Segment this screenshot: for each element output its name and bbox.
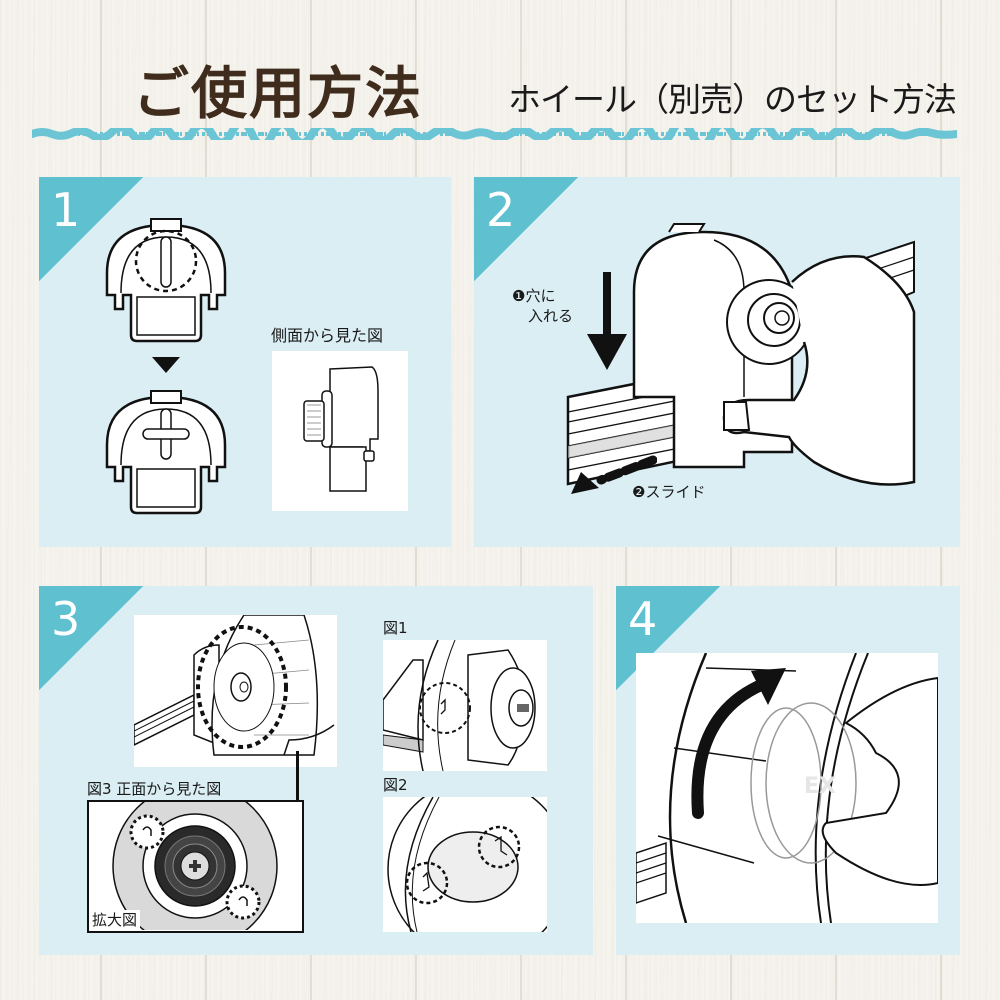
step-3-panel: 3 図3 正面から見た図 — [39, 586, 593, 955]
slide-label: ❷スライド — [632, 483, 706, 501]
fig1-label: 図1 — [383, 619, 408, 637]
fig1-illustration — [383, 640, 547, 771]
step-4-panel: 4 EX — [616, 586, 960, 955]
down-arrow-icon — [587, 272, 627, 370]
side-view-label: 側面から見た図 — [271, 326, 384, 345]
step-1-panel: 1 側面から見た図 — [39, 177, 451, 547]
page-subtitle: ホイール（別売）のセット方法 — [508, 80, 957, 119]
bracket-front-before-illustration — [105, 218, 227, 343]
step-corner-badge — [39, 586, 143, 690]
step-corner-badge — [474, 177, 578, 281]
callout-connector — [296, 751, 299, 801]
brush-divider — [32, 128, 957, 140]
step-2-panel: 2 ❶穴に 入れる ❷スライド — [474, 177, 960, 547]
brand-watermark: EX — [804, 774, 836, 799]
step-number: 1 — [51, 183, 81, 237]
page-title: ご使用方法 — [133, 62, 423, 127]
fig2-label: 図2 — [383, 776, 408, 794]
insert-hole-label-line2: 入れる — [528, 307, 574, 325]
install-wheel-illustration — [566, 223, 916, 486]
rotate-wheel-illustration: EX — [636, 653, 938, 923]
step-number: 3 — [51, 592, 81, 646]
fig3-label: 図3 正面から見た図 — [87, 780, 222, 798]
wheel-closeup-illustration — [134, 615, 337, 767]
insert-hole-label-line1: ❶穴に — [512, 287, 556, 305]
fig3-front-view-illustration: 拡大図 — [87, 800, 304, 933]
fig2-illustration — [383, 797, 547, 932]
step-number: 4 — [628, 592, 658, 646]
enlarged-label: 拡大図 — [89, 910, 141, 930]
dashed-left-arrow-icon — [571, 455, 657, 494]
side-view-illustration — [272, 351, 408, 511]
bracket-front-after-illustration — [105, 390, 227, 515]
step-number: 2 — [486, 183, 516, 237]
down-triangle-arrow-icon — [152, 357, 180, 373]
